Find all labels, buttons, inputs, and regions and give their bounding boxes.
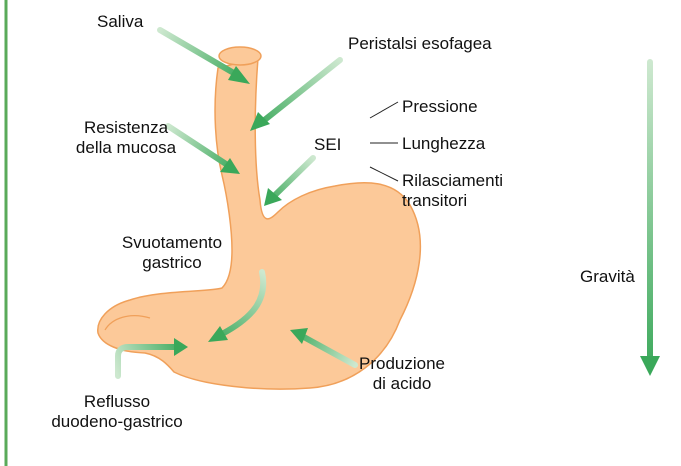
- gravity-arrow: [640, 62, 660, 376]
- relaxations-label: Rilasciamenti transitori: [402, 171, 503, 211]
- pressure-leader-line: [370, 102, 398, 118]
- gastric-emptying-line-2: gastrico: [112, 253, 232, 273]
- reflux-line-2: duodeno-gastrico: [42, 412, 192, 432]
- saliva-label: Saliva: [97, 12, 143, 32]
- peristalsis-label: Peristalsi esofagea: [348, 34, 492, 54]
- acid-production-line-2: di acido: [352, 374, 452, 394]
- mucosal-resistance-label: Resistenza della mucosa: [62, 118, 190, 158]
- relaxations-leader-line: [370, 167, 398, 181]
- relaxations-line-2: transitori: [402, 191, 503, 211]
- acid-production-line-1: Produzione: [352, 354, 452, 374]
- sei-label: SEI: [314, 135, 341, 155]
- relaxations-line-1: Rilasciamenti: [402, 171, 503, 191]
- stomach-shape: [98, 58, 421, 389]
- gastric-emptying-line-1: Svuotamento: [112, 233, 232, 253]
- esophagus-opening: [219, 47, 261, 65]
- peristalsis-arrow: [250, 60, 340, 131]
- gastric-emptying-label: Svuotamento gastrico: [112, 233, 232, 273]
- acid-production-label: Produzione di acido: [352, 354, 452, 394]
- reflux-line-1: Reflusso: [42, 392, 192, 412]
- length-label: Lunghezza: [402, 134, 485, 154]
- reflux-label: Reflusso duodeno-gastrico: [42, 392, 192, 432]
- gravity-label: Gravità: [580, 267, 635, 287]
- mucosal-resistance-line-1: Resistenza: [62, 118, 190, 138]
- pressure-label: Pressione: [402, 97, 478, 117]
- mucosal-resistance-line-2: della mucosa: [62, 138, 190, 158]
